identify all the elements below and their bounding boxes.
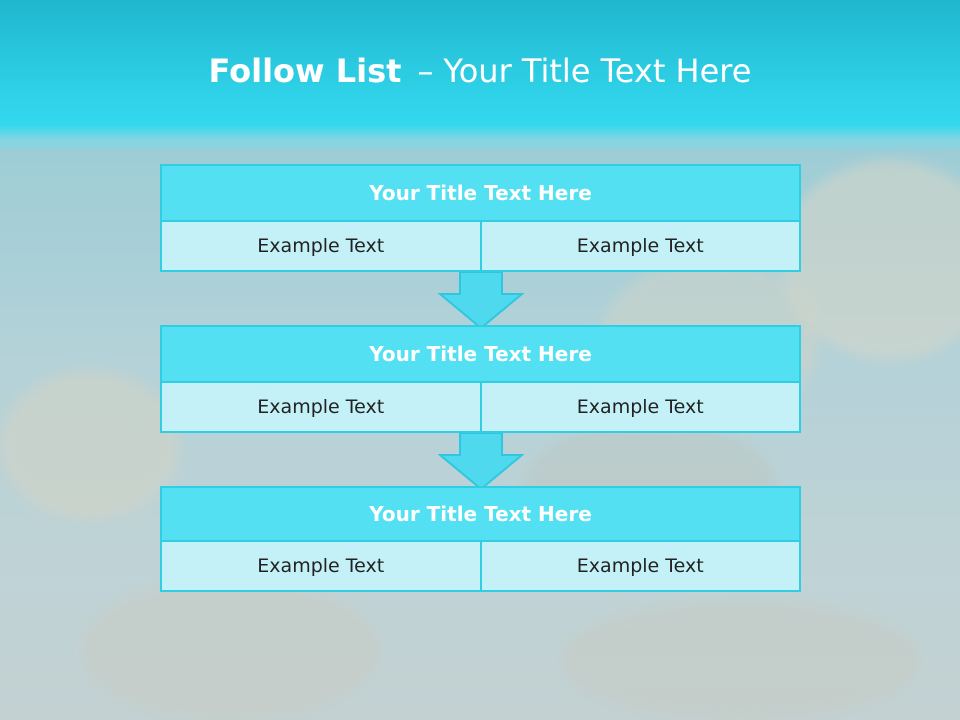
step-left-text: Example Text [160, 542, 482, 592]
step-block-3: Your Title Text Here Example Text Exampl… [160, 486, 801, 592]
slide-title: Follow List–Your Title Text Here [0, 52, 960, 90]
step-right-text: Example Text [481, 383, 801, 433]
step-block-1: Your Title Text Here Example Text Exampl… [160, 164, 801, 272]
step-left-text: Example Text [160, 383, 482, 433]
down-arrow-icon [438, 433, 524, 489]
coral-shape [80, 580, 380, 720]
step-row: Example Text Example Text [160, 383, 801, 433]
step-block-2: Your Title Text Here Example Text Exampl… [160, 325, 801, 433]
title-dash: – [417, 52, 434, 90]
step-left-text: Example Text [160, 222, 482, 272]
coral-shape [0, 370, 180, 520]
title-rest: Your Title Text Here [443, 52, 752, 90]
title-bold-part: Follow List [208, 52, 402, 90]
title-bar [0, 0, 960, 150]
step-row: Example Text Example Text [160, 222, 801, 272]
step-title: Your Title Text Here [160, 486, 801, 542]
step-title: Your Title Text Here [160, 164, 801, 222]
step-row: Example Text Example Text [160, 542, 801, 592]
down-arrow-icon [438, 272, 524, 328]
step-right-text: Example Text [481, 222, 801, 272]
step-title: Your Title Text Here [160, 325, 801, 383]
coral-shape [560, 600, 920, 720]
step-right-text: Example Text [481, 542, 801, 592]
